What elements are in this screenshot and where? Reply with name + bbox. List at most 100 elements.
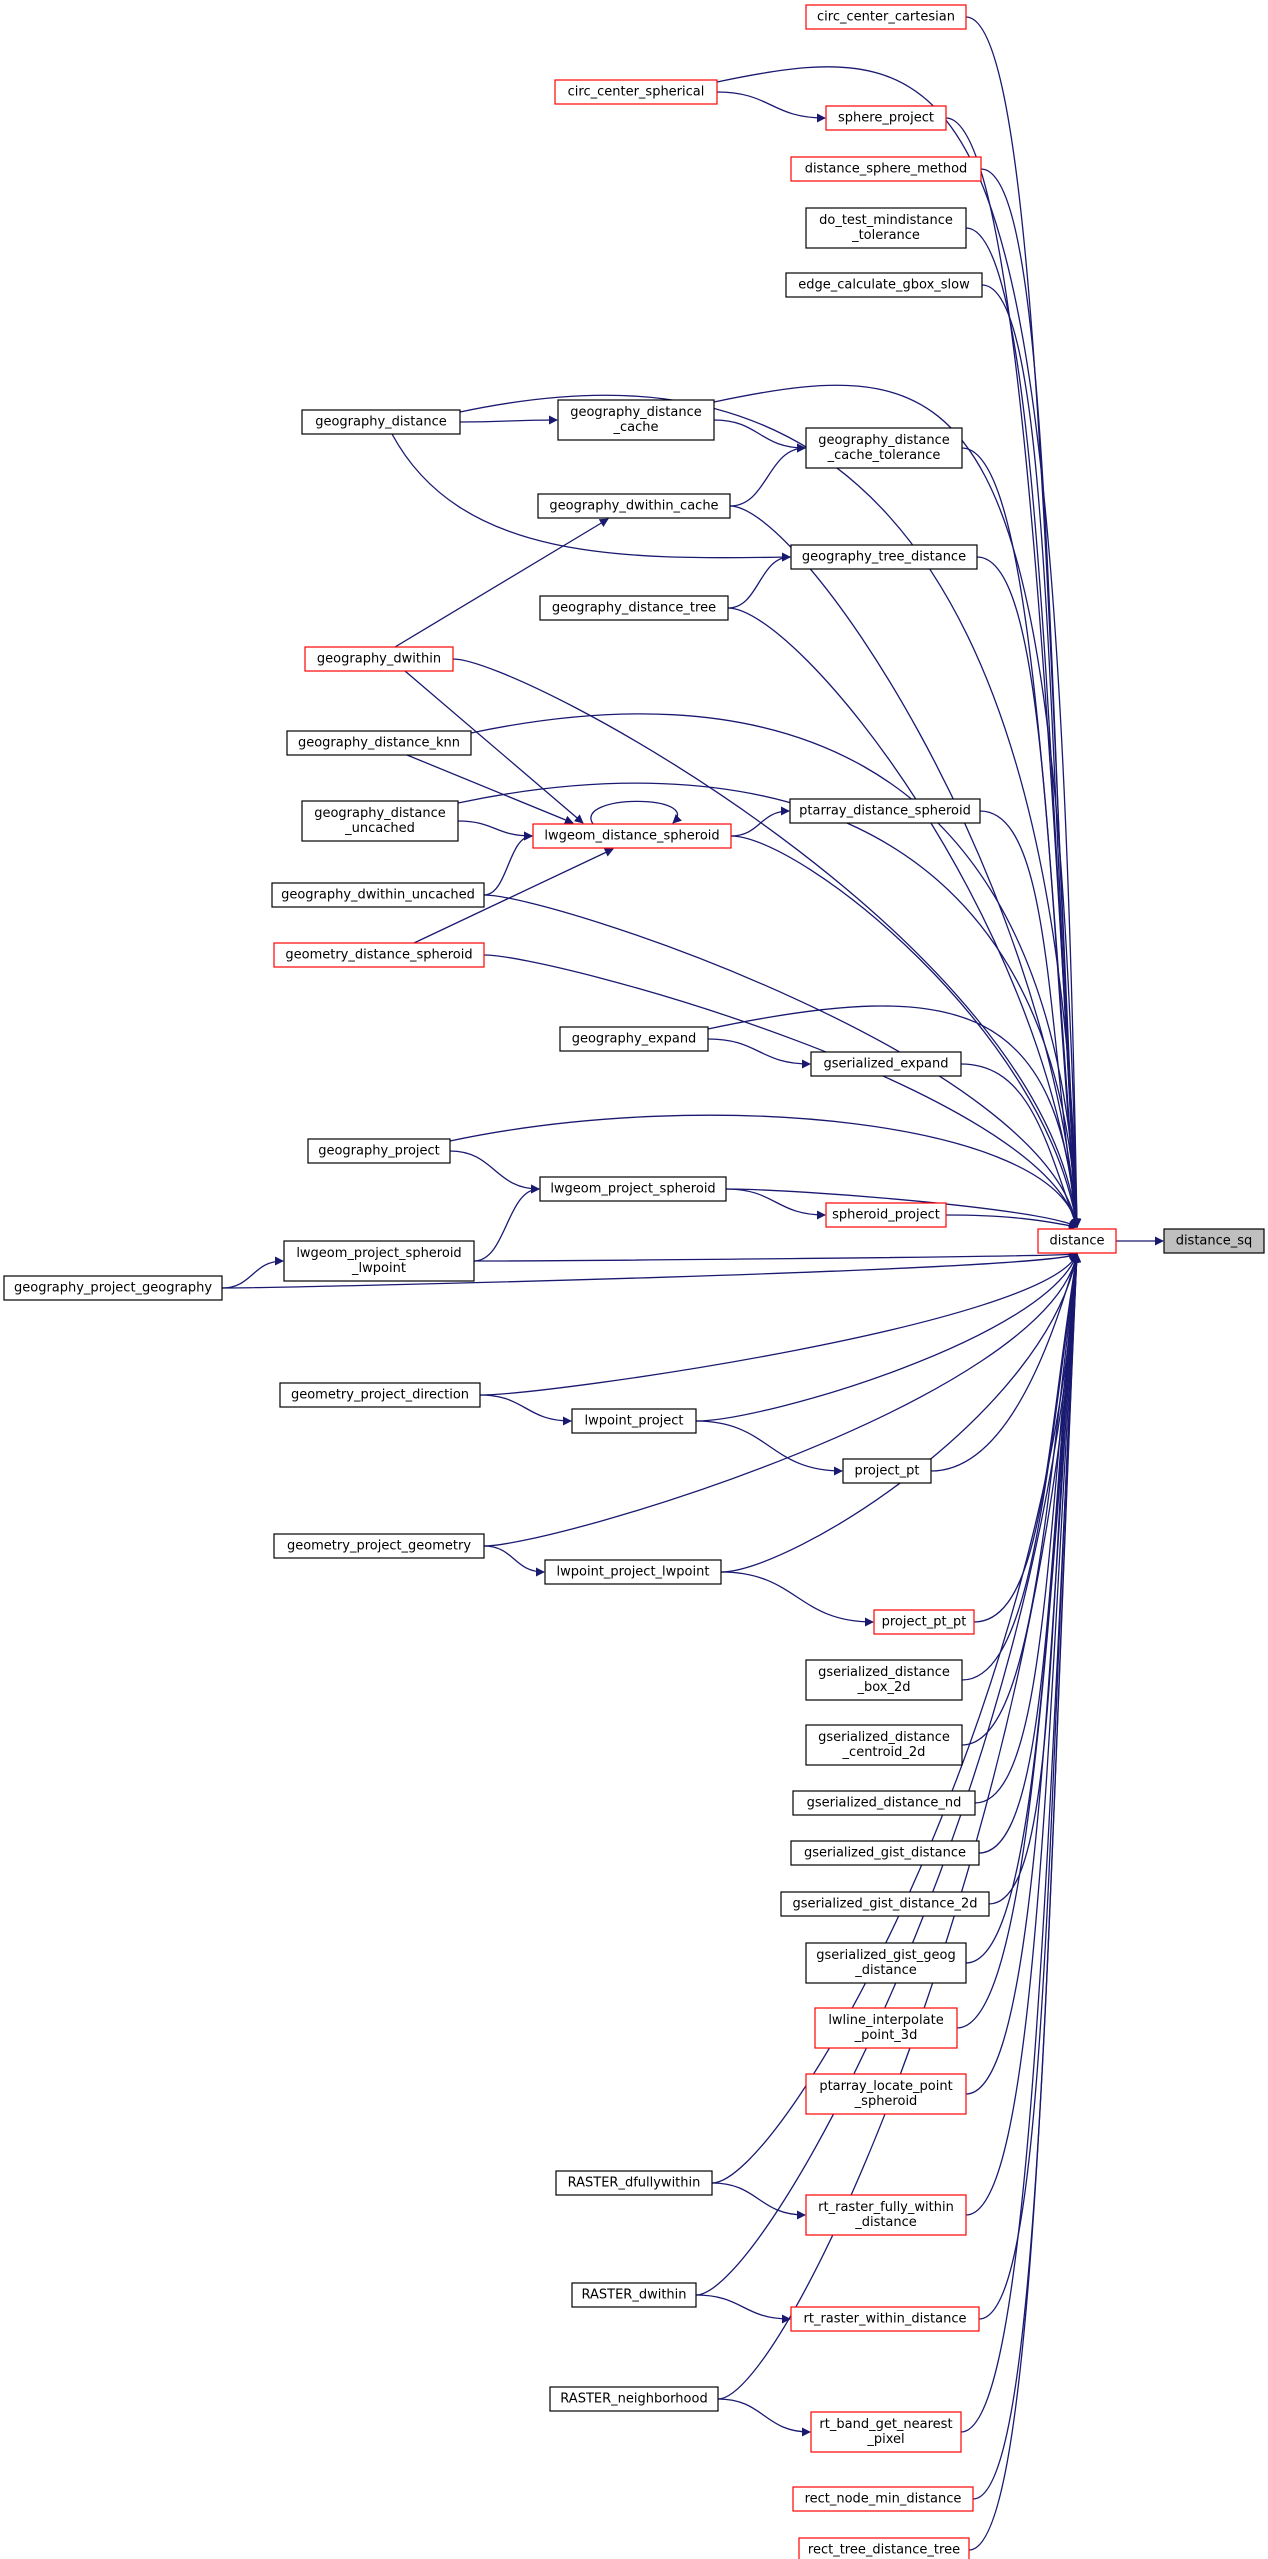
node-gserialized-distance-box-2d[interactable]: gserialized_distance_box_2d bbox=[805, 1659, 963, 1701]
node-label: project_pt bbox=[855, 1464, 920, 1479]
node-box bbox=[554, 79, 718, 105]
edge-RASTER_neighborhood-to-rt_band_get_nearest_pixel bbox=[717, 2398, 811, 2437]
node-geography-project[interactable]: geography_project bbox=[307, 1138, 451, 1164]
node-project-pt[interactable]: project_pt bbox=[842, 1458, 932, 1484]
node-box bbox=[273, 942, 485, 968]
node-RASTER-dfullywithin[interactable]: RASTER_dfullywithin bbox=[555, 2170, 713, 2196]
node-box bbox=[805, 2194, 967, 2236]
node-geography-expand[interactable]: geography_expand bbox=[559, 1026, 709, 1052]
node-label: geography_dwithin_uncached bbox=[281, 888, 475, 903]
node-geography-distance-cache[interactable]: geography_distance_cache bbox=[557, 399, 715, 441]
node-lwgeom-distance-spheroid[interactable]: lwgeom_distance_spheroid bbox=[532, 823, 732, 849]
node-label: geography_dwithin bbox=[317, 652, 441, 667]
node-label: distance_sphere_method bbox=[805, 162, 968, 177]
node-box bbox=[304, 646, 454, 672]
node-geography-distance[interactable]: geography_distance bbox=[301, 409, 461, 435]
node-box bbox=[790, 156, 982, 182]
node-rect-tree-distance-tree[interactable]: rect_tree_distance_tree bbox=[798, 2537, 970, 2559]
node-label: ptarray_distance_spheroid bbox=[799, 804, 971, 819]
node-label: distance bbox=[1049, 1234, 1104, 1249]
node-rt-raster-fully-within-distance[interactable]: rt_raster_fully_within_distance bbox=[805, 2194, 967, 2236]
node-circ-center-spherical[interactable]: circ_center_spherical bbox=[554, 79, 718, 105]
node-box bbox=[307, 1138, 451, 1164]
node-label: geography_distance bbox=[314, 806, 446, 821]
node-gserialized-distance-centroid-2d[interactable]: gserialized_distance_centroid_2d bbox=[805, 1724, 963, 1766]
node-do-test-mindistance-tolerance[interactable]: do_test_mindistance_tolerance bbox=[805, 207, 967, 249]
edge-lwgeom_distance_spheroid-self bbox=[590, 800, 682, 825]
node-rect-node-min-distance[interactable]: rect_node_min_distance bbox=[792, 2486, 974, 2512]
node-box bbox=[810, 2411, 962, 2453]
node-label: lwline_interpolate bbox=[828, 2013, 943, 2028]
node-lwgeom-project-spheroid[interactable]: lwgeom_project_spheroid bbox=[539, 1176, 727, 1202]
node-box bbox=[544, 1559, 722, 1585]
node-geography-tree-distance[interactable]: geography_tree_distance bbox=[790, 544, 978, 570]
node-label: geography_expand bbox=[572, 1032, 697, 1047]
node-box bbox=[790, 1840, 980, 1866]
node-label: circ_center_cartesian bbox=[817, 10, 955, 25]
node-label: lwpoint_project_lwpoint bbox=[557, 1565, 710, 1580]
node-distance[interactable]: distance bbox=[1037, 1228, 1117, 1254]
node-RASTER-dwithin[interactable]: RASTER_dwithin bbox=[571, 2282, 697, 2308]
node-label: rect_tree_distance_tree bbox=[808, 2543, 960, 2558]
edge-lwpoint_project-to-distance bbox=[695, 1253, 1079, 1422]
node-box bbox=[825, 105, 947, 131]
node-lwline-interpolate-point-3d[interactable]: lwline_interpolate_point_3d bbox=[814, 2007, 958, 2049]
edge-edge_calculate_gbox_slow-to-distance bbox=[981, 284, 1081, 1228]
edge-lwgeom_distance_spheroid-to-ptarray_distance_spheroid bbox=[730, 806, 790, 837]
node-lwpoint-project[interactable]: lwpoint_project bbox=[571, 1408, 697, 1434]
node-geography-distance-knn[interactable]: geography_distance_knn bbox=[286, 730, 472, 756]
node-geometry-distance-spheroid[interactable]: geometry_distance_spheroid bbox=[273, 942, 485, 968]
node-distance-sphere-method[interactable]: distance_sphere_method bbox=[790, 156, 982, 182]
node-ptarray-locate-point-spheroid[interactable]: ptarray_locate_point_spheroid bbox=[805, 2073, 967, 2115]
node-sphere-project[interactable]: sphere_project bbox=[825, 105, 947, 131]
node-box bbox=[798, 2537, 970, 2559]
node-geography-distance-cache-tolerance[interactable]: geography_distance_cache_tolerance bbox=[805, 427, 963, 469]
node-label: rect_node_min_distance bbox=[805, 2492, 962, 2507]
node-geography-distance-tree[interactable]: geography_distance_tree bbox=[539, 595, 729, 621]
node-geography-dwithin[interactable]: geography_dwithin bbox=[304, 646, 454, 672]
node-geometry-project-direction[interactable]: geometry_project_direction bbox=[279, 1382, 481, 1408]
node-circ-center-cartesian[interactable]: circ_center_cartesian bbox=[805, 4, 967, 30]
node-gserialized-expand[interactable]: gserialized_expand bbox=[810, 1051, 962, 1077]
node-box bbox=[539, 595, 729, 621]
edge-lwgeom_project_spheroid_lwpoint-to-lwgeom_project_spheroid bbox=[473, 1184, 540, 1262]
node-rt-raster-within-distance[interactable]: rt_raster_within_distance bbox=[790, 2306, 980, 2332]
edge-distance_sphere_method-to-distance bbox=[980, 168, 1082, 1228]
node-lwgeom-project-spheroid-lwpoint[interactable]: lwgeom_project_spheroid_lwpoint bbox=[283, 1240, 475, 1282]
node-gserialized-gist-geog-distance[interactable]: gserialized_gist_geog_distance bbox=[805, 1942, 967, 1984]
node-label: do_test_mindistance bbox=[819, 213, 953, 228]
node-gserialized-distance-nd[interactable]: gserialized_distance_nd bbox=[792, 1790, 976, 1816]
node-box bbox=[825, 1202, 947, 1228]
node-label: geography_distance_tree bbox=[552, 601, 716, 616]
node-RASTER-neighborhood[interactable]: RASTER_neighborhood bbox=[549, 2386, 719, 2412]
node-distance-sq[interactable]: distance_sq bbox=[1163, 1228, 1265, 1254]
node-geography-project-geography[interactable]: geography_project_geography bbox=[3, 1275, 223, 1301]
node-rt-band-get-nearest-pixel[interactable]: rt_band_get_nearest_pixel bbox=[810, 2411, 962, 2453]
node-gserialized-gist-distance-2d[interactable]: gserialized_gist_distance_2d bbox=[780, 1891, 990, 1917]
node-label: geography_distance_knn bbox=[298, 736, 460, 751]
node-box bbox=[785, 272, 983, 298]
node-edge-calculate-gbox-slow[interactable]: edge_calculate_gbox_slow bbox=[785, 272, 983, 298]
node-box bbox=[301, 409, 461, 435]
node-label: _centroid_2d bbox=[842, 1745, 926, 1760]
node-geography-distance-uncached[interactable]: geography_distance_uncached bbox=[301, 800, 459, 842]
edge-circ_center_spherical-to-sphere_project bbox=[716, 91, 826, 123]
node-box bbox=[557, 399, 715, 441]
edge-spheroid_project-to-distance bbox=[945, 1214, 1078, 1230]
node-project-pt-pt[interactable]: project_pt_pt bbox=[873, 1609, 975, 1635]
node-spheroid-project[interactable]: spheroid_project bbox=[825, 1202, 947, 1228]
node-label: rt_raster_within_distance bbox=[804, 2312, 967, 2327]
node-geography-dwithin-cache[interactable]: geography_dwithin_cache bbox=[537, 493, 731, 519]
node-ptarray-distance-spheroid[interactable]: ptarray_distance_spheroid bbox=[789, 798, 981, 824]
node-lwpoint-project-lwpoint[interactable]: lwpoint_project_lwpoint bbox=[544, 1559, 722, 1585]
node-label: geometry_project_geometry bbox=[287, 1539, 471, 1554]
node-box bbox=[805, 4, 967, 30]
edge-RASTER_dfullywithin-to-rt_raster_fully_within_distance bbox=[711, 2182, 806, 2220]
node-label: RASTER_neighborhood bbox=[560, 2392, 707, 2407]
node-gserialized-gist-distance[interactable]: gserialized_gist_distance bbox=[790, 1840, 980, 1866]
edge-geography_expand-to-distance bbox=[707, 1005, 1081, 1228]
node-geography-dwithin-uncached[interactable]: geography_dwithin_uncached bbox=[271, 882, 485, 908]
node-box bbox=[279, 1382, 481, 1408]
node-geometry-project-geometry[interactable]: geometry_project_geometry bbox=[273, 1533, 485, 1559]
